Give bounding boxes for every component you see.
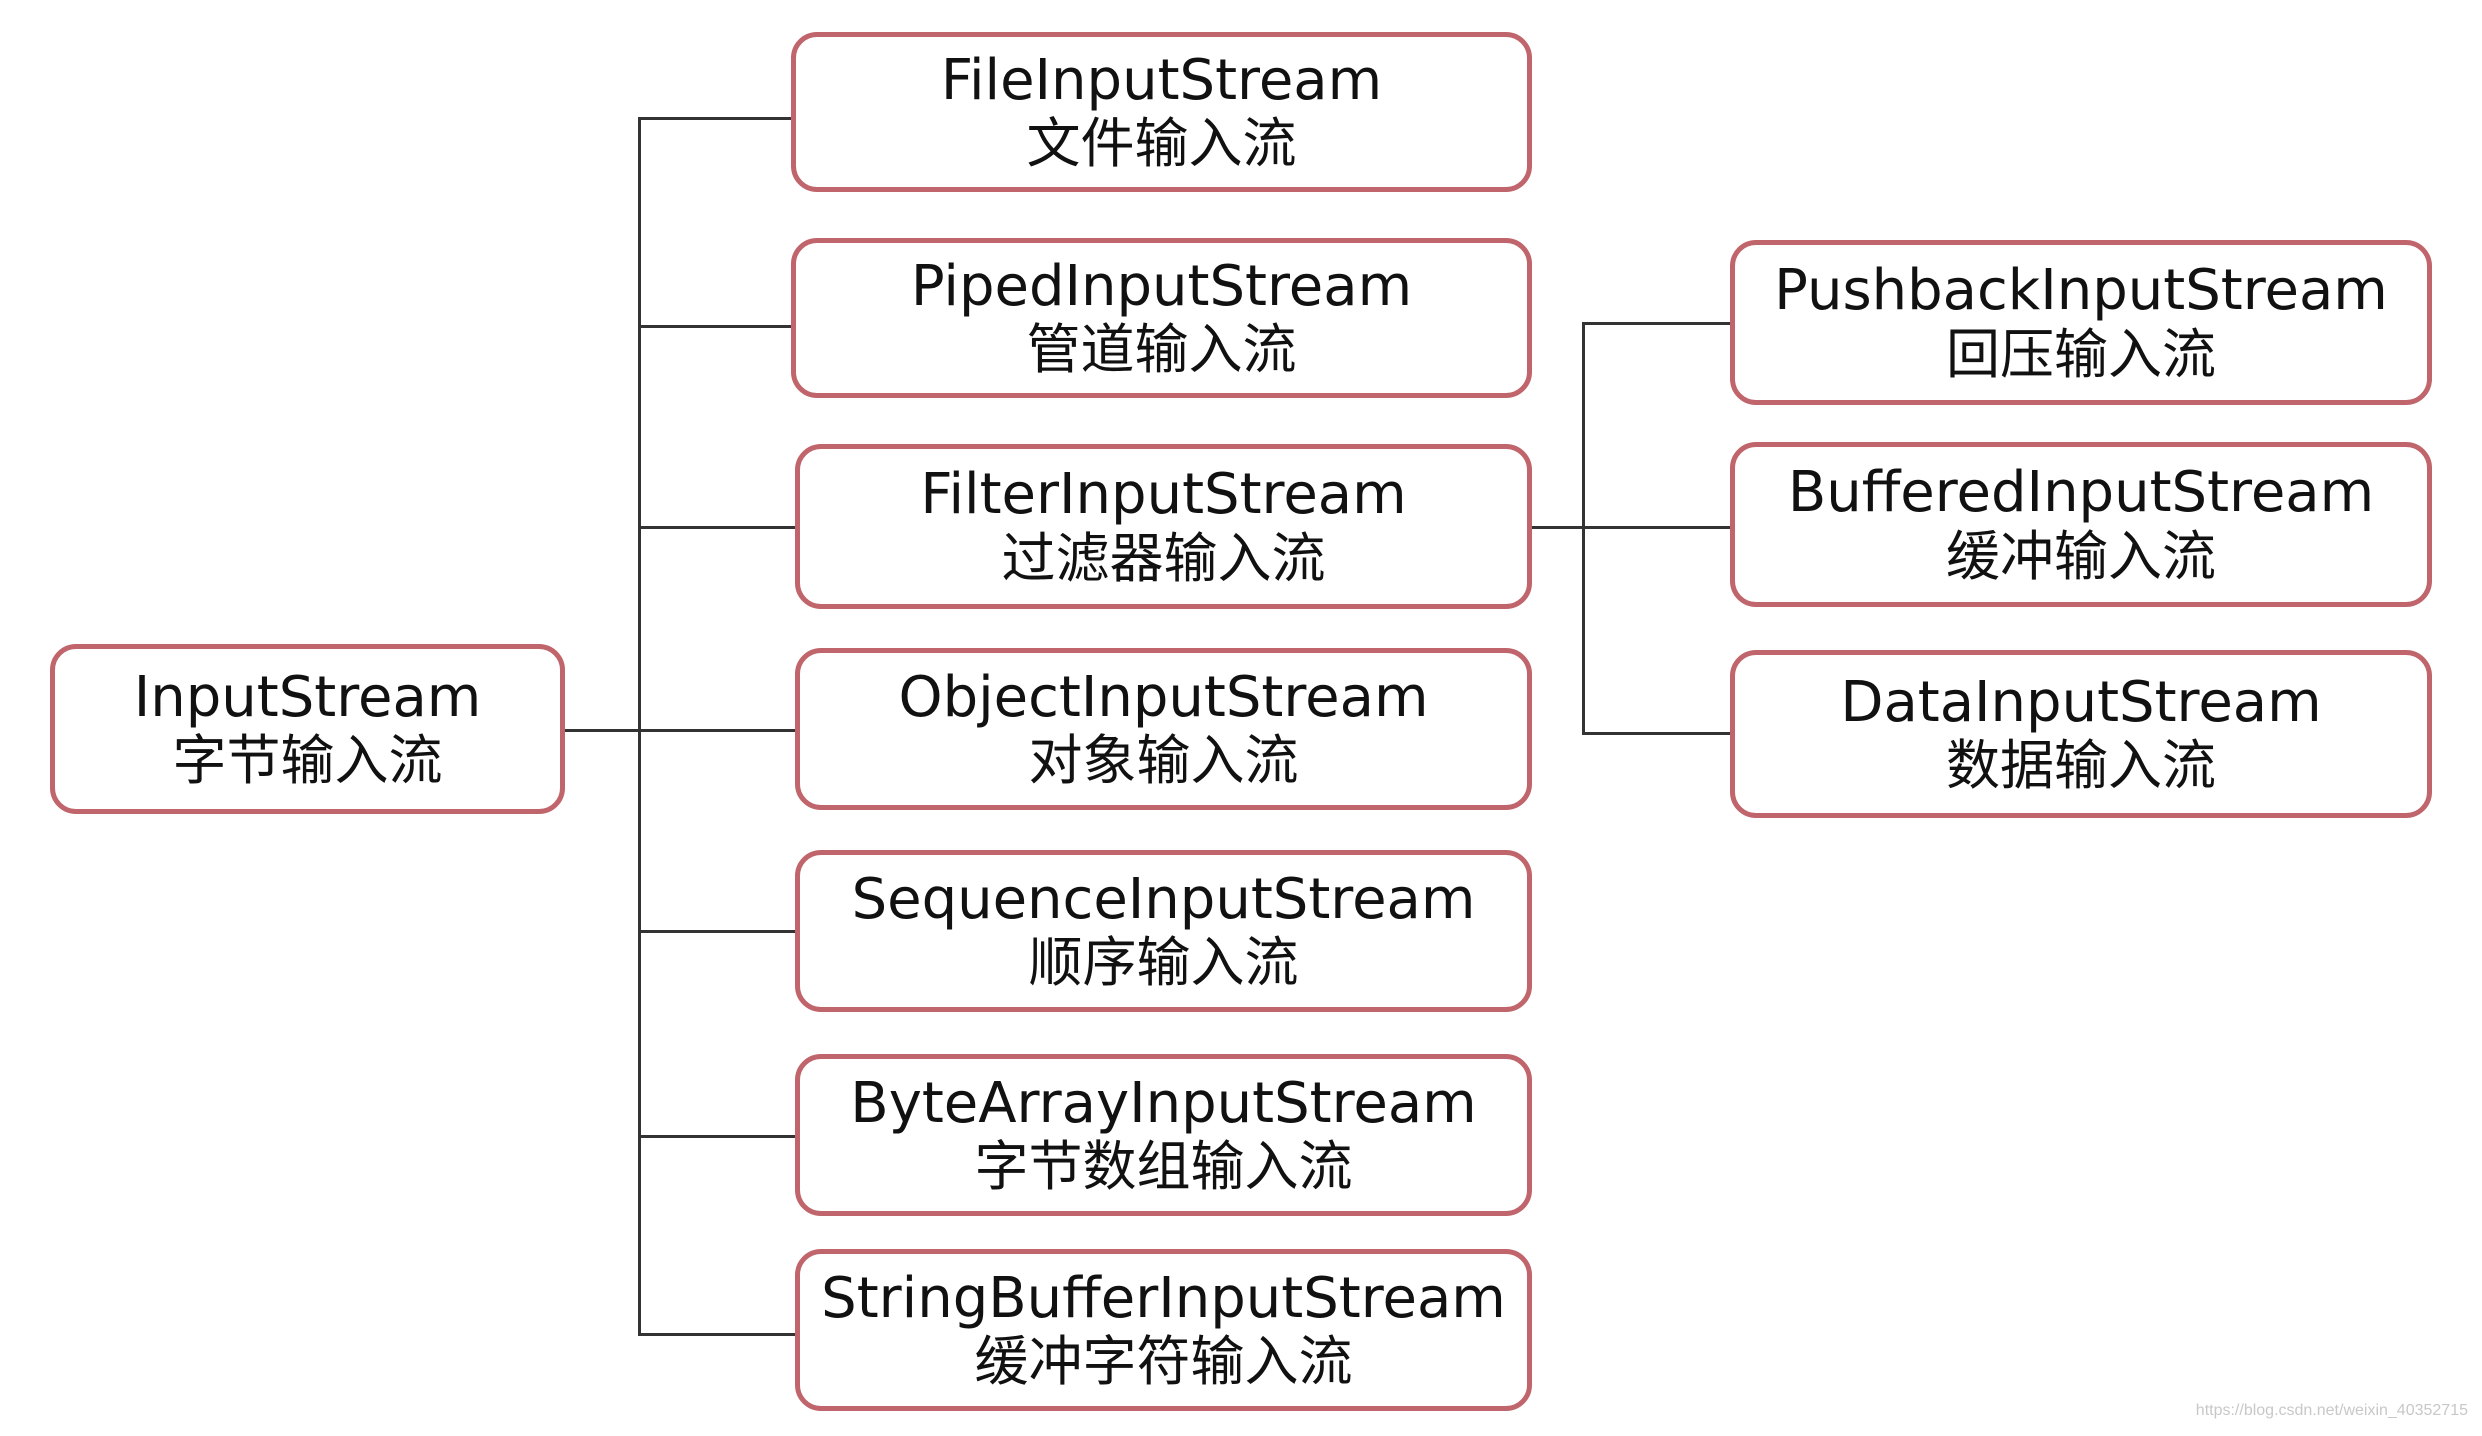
node-inputstream-name: InputStream xyxy=(133,664,482,730)
node-stringbufferinputstream: StringBufferInputStream 缓冲字符输入流 xyxy=(795,1249,1532,1411)
node-bytearrayinputstream: ByteArrayInputStream 字节数组输入流 xyxy=(795,1054,1532,1216)
node-bufferedinputstream-name: BufferedInputStream xyxy=(1787,460,2375,526)
connector-branch-stringbuffer xyxy=(638,1333,796,1336)
node-bytearrayinputstream-desc: 字节数组输入流 xyxy=(974,1135,1353,1199)
node-inputstream-desc: 字节输入流 xyxy=(172,729,443,793)
node-bufferedinputstream: BufferedInputStream 缓冲输入流 xyxy=(1730,442,2432,607)
node-filterinputstream: FilterInputStream 过滤器输入流 xyxy=(795,444,1532,609)
node-pushbackinputstream-desc: 回压输入流 xyxy=(1946,322,2216,386)
connector-main-trunk xyxy=(638,118,641,1336)
connector-root-horizontal xyxy=(564,729,796,732)
node-pipedinputstream-name: PipedInputStream xyxy=(910,253,1413,319)
node-pipedinputstream-desc: 管道输入流 xyxy=(1026,318,1297,382)
node-datainputstream-desc: 数据输入流 xyxy=(1946,734,2216,798)
node-sequenceinputstream: SequenceInputStream 顺序输入流 xyxy=(795,850,1532,1012)
connector-branch-piped xyxy=(638,325,793,328)
node-pushbackinputstream-name: PushbackInputStream xyxy=(1774,258,2388,324)
node-bytearrayinputstream-name: ByteArrayInputStream xyxy=(850,1070,1477,1136)
node-pushbackinputstream: PushbackInputStream 回压输入流 xyxy=(1730,240,2432,405)
connector-filter-trunk xyxy=(1582,322,1585,735)
node-datainputstream: DataInputStream 数据输入流 xyxy=(1730,650,2432,818)
node-fileinputstream-desc: 文件输入流 xyxy=(1026,112,1297,176)
node-bufferedinputstream-desc: 缓冲输入流 xyxy=(1946,524,2216,588)
node-filterinputstream-desc: 过滤器输入流 xyxy=(1001,526,1326,590)
node-datainputstream-name: DataInputStream xyxy=(1840,669,2322,735)
node-inputstream: InputStream 字节输入流 xyxy=(50,644,565,814)
watermark-text: https://blog.csdn.net/weixin_40352715 xyxy=(2195,1402,2468,1419)
connector-branch-pushback xyxy=(1582,322,1732,325)
connector-branch-filter xyxy=(638,526,796,529)
node-filterinputstream-name: FilterInputStream xyxy=(920,462,1407,528)
node-sequenceinputstream-desc: 顺序输入流 xyxy=(1028,931,1299,995)
node-pipedinputstream: PipedInputStream 管道输入流 xyxy=(791,238,1532,398)
connector-branch-data xyxy=(1582,732,1732,735)
node-fileinputstream-name: FileInputStream xyxy=(940,47,1383,113)
node-stringbufferinputstream-desc: 缓冲字符输入流 xyxy=(974,1330,1353,1394)
connector-branch-sequence xyxy=(638,930,796,933)
node-sequenceinputstream-name: SequenceInputStream xyxy=(851,866,1476,932)
node-objectinputstream-name: ObjectInputStream xyxy=(898,664,1429,730)
node-objectinputstream: ObjectInputStream 对象输入流 xyxy=(795,648,1532,810)
connector-branch-bytearray xyxy=(638,1135,796,1138)
node-stringbufferinputstream-name: StringBufferInputStream xyxy=(821,1265,1506,1331)
connector-branch-file xyxy=(638,117,793,120)
connector-filter-horizontal xyxy=(1530,526,1732,529)
node-fileinputstream: FileInputStream 文件输入流 xyxy=(791,32,1532,192)
node-objectinputstream-desc: 对象输入流 xyxy=(1028,729,1299,793)
